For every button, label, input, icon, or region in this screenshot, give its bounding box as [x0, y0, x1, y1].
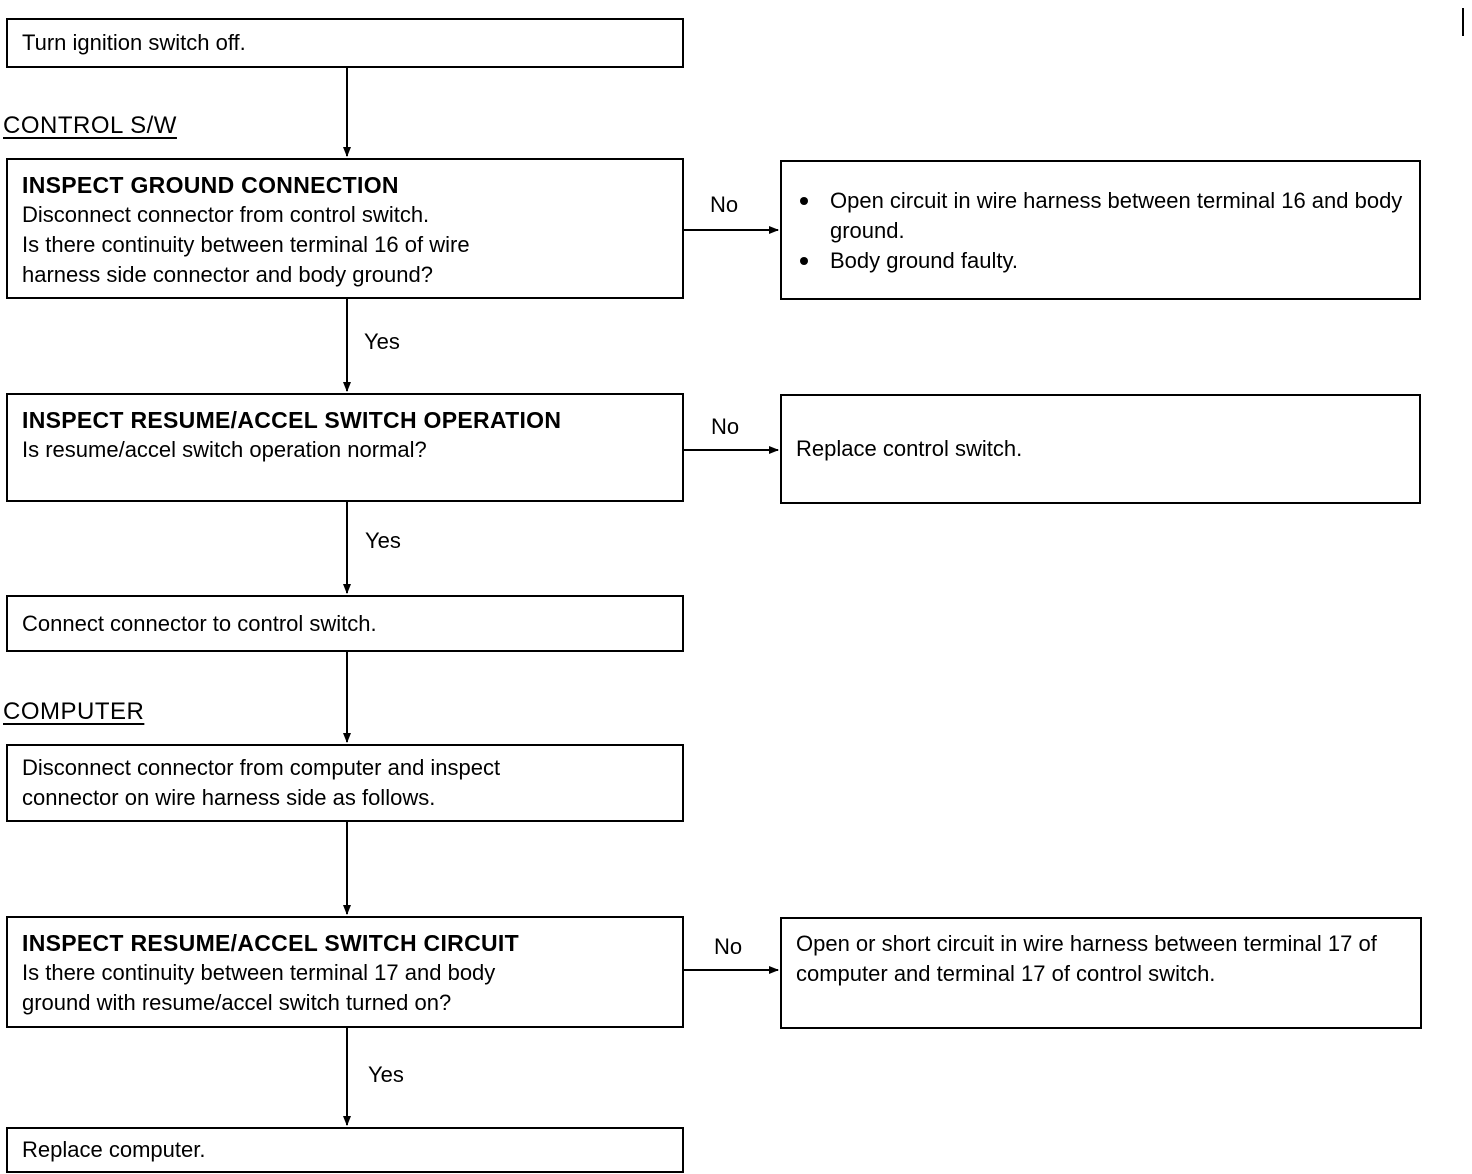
ground-line-1: Disconnect connector from control switch…	[22, 202, 430, 227]
step-replace-computer-text: Replace computer.	[22, 1137, 206, 1162]
label-yes-ground: Yes	[364, 329, 400, 354]
ground-line-2: Is there continuity between terminal 16 …	[22, 232, 470, 257]
result-circuit-no-text: Open or short circuit in wire harness be…	[796, 931, 1377, 986]
step-connect-connector: Connect connector to control switch.	[6, 595, 684, 652]
result-circuit-no: Open or short circuit in wire harness be…	[780, 917, 1422, 1029]
section-computer: COMPUTER	[3, 698, 145, 725]
circuit-line-1: Is there continuity between terminal 17 …	[22, 960, 496, 985]
result-resume-no: Replace control switch.	[780, 394, 1421, 504]
label-yes-circuit: Yes	[368, 1062, 404, 1087]
label-no-circuit: No	[714, 934, 743, 959]
step-inspect-ground-connection: INSPECT GROUND CONNECTION Disconnect con…	[6, 158, 684, 299]
disconnect-line-2: connector on wire harness side as follow…	[22, 785, 436, 810]
resume-heading: INSPECT RESUME/ACCEL SWITCH OPERATION	[22, 407, 562, 433]
ground-no-bullet-1: Open circuit in wire harness between ter…	[796, 186, 1405, 246]
label-no-resume: No	[711, 414, 740, 439]
step-connect-connector-text: Connect connector to control switch.	[22, 610, 377, 636]
label-yes-resume: Yes	[365, 528, 401, 553]
disconnect-line-1: Disconnect connector from computer and i…	[22, 755, 501, 780]
section-control-sw: CONTROL S/W	[3, 112, 177, 139]
ground-heading: INSPECT GROUND CONNECTION	[22, 172, 399, 198]
circuit-heading: INSPECT RESUME/ACCEL SWITCH CIRCUIT	[22, 930, 519, 956]
result-ground-no: Open circuit in wire harness between ter…	[780, 160, 1421, 300]
label-no-ground: No	[710, 192, 739, 217]
page-edge-mark	[1462, 8, 1464, 36]
step-disconnect-computer-connector: Disconnect connector from computer and i…	[6, 744, 684, 822]
result-resume-no-text: Replace control switch.	[796, 436, 1023, 461]
circuit-line-2: ground with resume/accel switch turned o…	[22, 990, 452, 1015]
ground-line-3: harness side connector and body ground?	[22, 262, 433, 287]
ground-no-bullet-2: Body ground faulty.	[796, 246, 1405, 276]
step-inspect-resume-accel-circuit: INSPECT RESUME/ACCEL SWITCH CIRCUIT Is t…	[6, 916, 684, 1028]
ground-no-bullet-list: Open circuit in wire harness between ter…	[796, 186, 1405, 276]
step-replace-computer: Replace computer.	[6, 1127, 684, 1173]
step-turn-ignition-off: Turn ignition switch off.	[6, 18, 684, 68]
resume-line-1: Is resume/accel switch operation normal?	[22, 437, 427, 462]
step-turn-ignition-off-text: Turn ignition switch off.	[22, 30, 246, 55]
step-inspect-resume-accel-operation: INSPECT RESUME/ACCEL SWITCH OPERATION Is…	[6, 393, 684, 502]
